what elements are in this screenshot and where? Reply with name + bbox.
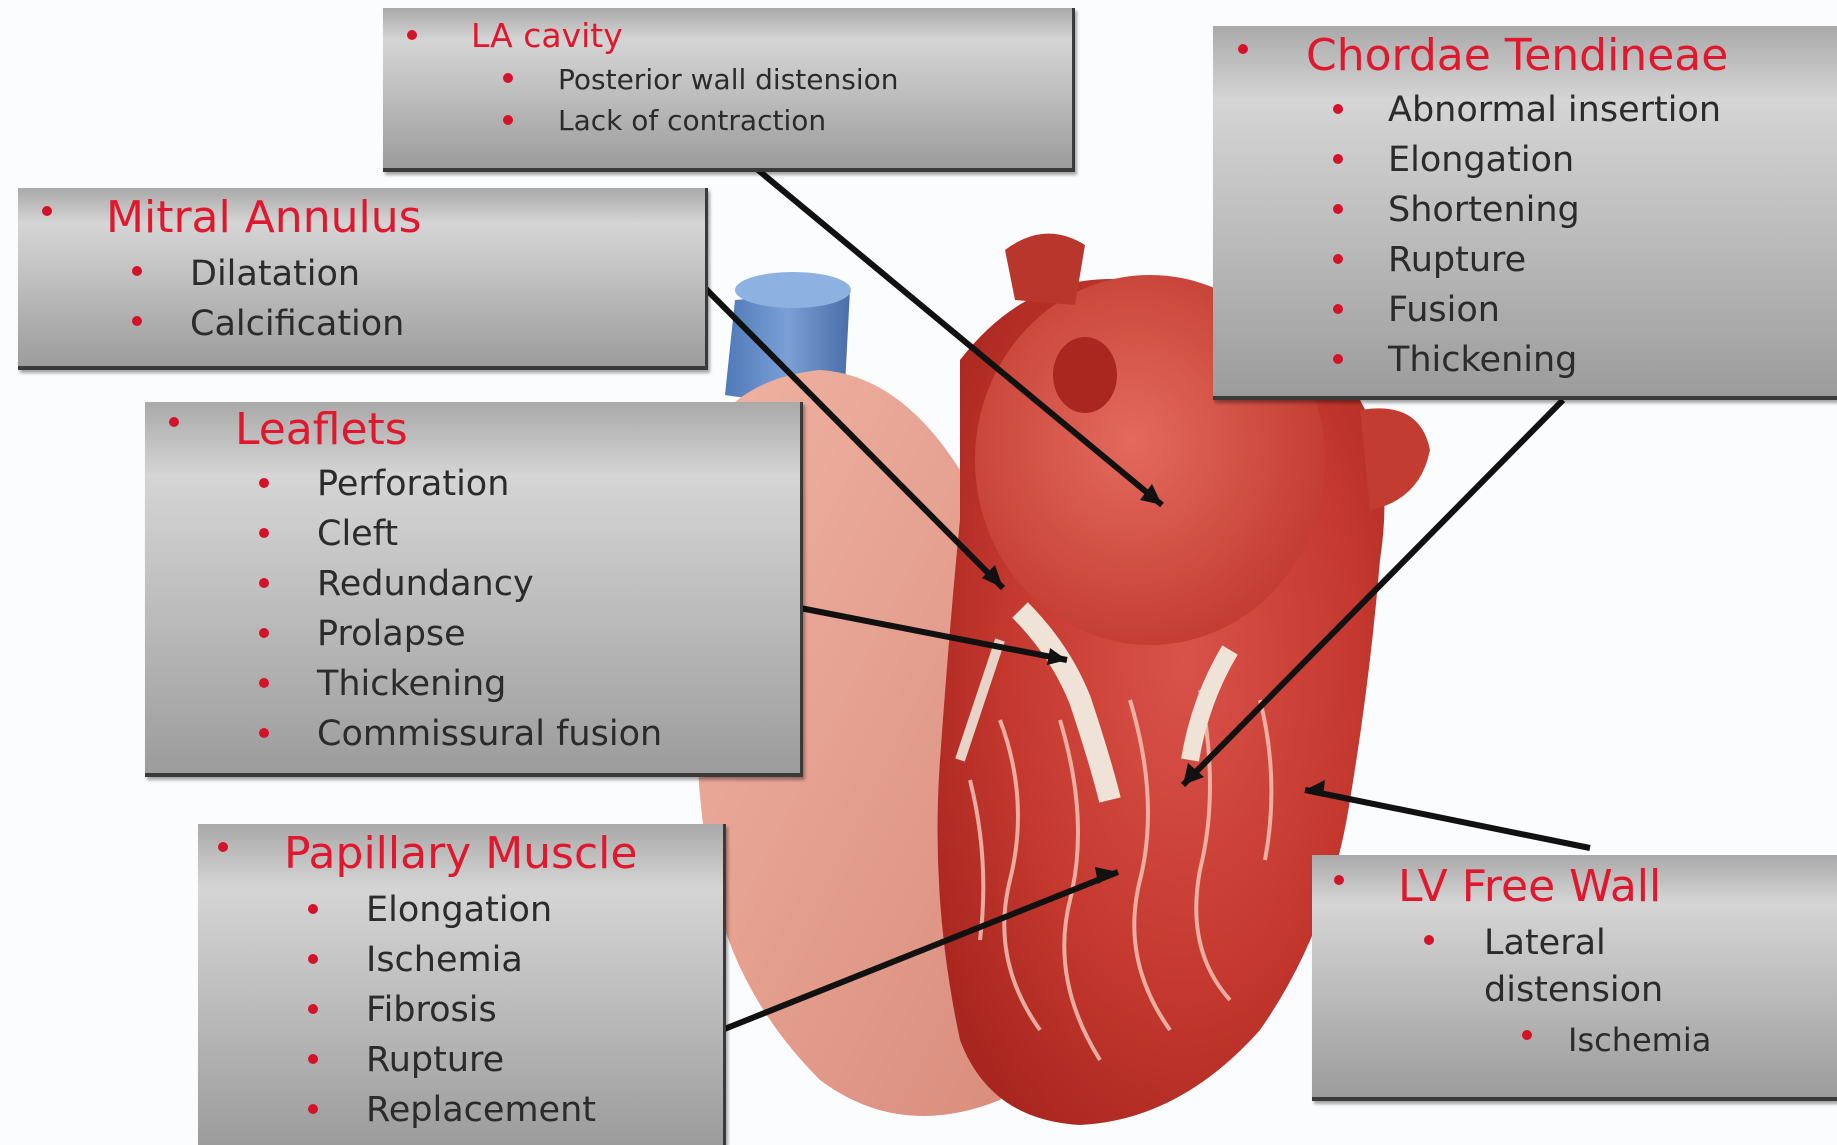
- bullet: [1522, 1030, 1532, 1040]
- papillary-muscle-item-3: Fibrosis: [366, 990, 497, 1030]
- la-cavity-item-1: Posterior wall distension: [558, 63, 899, 96]
- bullet: [308, 954, 318, 964]
- bullet: [503, 73, 513, 83]
- bullet: [1333, 354, 1343, 364]
- chordae-item-2: Elongation: [1388, 140, 1574, 180]
- bullet: [259, 578, 269, 588]
- chordae-item-1: Abnormal insertion: [1388, 90, 1721, 130]
- mitral-annulus-item-2: Calcification: [190, 304, 404, 344]
- lv-free-wall-item-1: Lateral: [1484, 923, 1606, 963]
- leaflets-item-5: Thickening: [317, 664, 506, 704]
- papillary-muscle-box: Papillary Muscle Elongation Ischemia Fib…: [198, 824, 726, 1145]
- leaflets-item-1: Perforation: [317, 464, 509, 504]
- mitral-annulus-box: Mitral Annulus Dilatation Calcification: [18, 188, 708, 370]
- bullet: [259, 528, 269, 538]
- bullet: [1333, 254, 1343, 264]
- bullet: [132, 316, 142, 326]
- bullet: [1333, 304, 1343, 314]
- papillary-muscle-item-5: Replacement: [366, 1090, 596, 1130]
- bullet: [218, 842, 228, 852]
- la-cavity-item-2: Lack of contraction: [558, 104, 826, 137]
- bullet: [1333, 204, 1343, 214]
- bullet: [259, 628, 269, 638]
- chordae-tendineae-box: Chordae Tendineae Abnormal insertion Elo…: [1213, 26, 1837, 400]
- bullet: [1424, 935, 1434, 945]
- leaflets-title: Leaflets: [235, 404, 408, 455]
- bullet: [407, 30, 417, 40]
- lv-free-wall-item-2: distension: [1484, 970, 1663, 1010]
- pulmonary-vein-opening: [1053, 337, 1117, 413]
- bullet: [308, 1004, 318, 1014]
- bullet: [308, 904, 318, 914]
- chordae-item-4: Rupture: [1388, 240, 1526, 280]
- lv-free-wall-title: LV Free Wall: [1398, 861, 1661, 912]
- right-vessels: [1360, 408, 1430, 510]
- mitral-annulus-item-1: Dilatation: [190, 254, 360, 294]
- top-vessel: [1005, 234, 1085, 305]
- lv-free-wall-box: LV Free Wall Lateral distension Ischemia: [1312, 855, 1837, 1101]
- bullet: [42, 206, 52, 216]
- bullet: [259, 678, 269, 688]
- leaflets-box: Leaflets Perforation Cleft Redundancy Pr…: [145, 402, 803, 777]
- chordae-title: Chordae Tendineae: [1306, 30, 1728, 81]
- papillary-muscle-item-4: Rupture: [366, 1040, 504, 1080]
- la-cavity-title: LA cavity: [471, 16, 623, 55]
- bullet: [1238, 44, 1248, 54]
- bullet: [1333, 104, 1343, 114]
- chordae-item-3: Shortening: [1388, 190, 1580, 230]
- bullet: [1334, 875, 1344, 885]
- leaflets-item-4: Prolapse: [317, 614, 466, 654]
- papillary-muscle-item-1: Elongation: [366, 890, 552, 930]
- bullet: [169, 417, 179, 427]
- leaflets-item-2: Cleft: [317, 514, 398, 554]
- mitral-annulus-title: Mitral Annulus: [106, 192, 422, 243]
- bullet: [308, 1104, 318, 1114]
- leaflets-item-3: Redundancy: [317, 564, 534, 604]
- bullet: [132, 266, 142, 276]
- bullet: [259, 478, 269, 488]
- bullet: [308, 1054, 318, 1064]
- lv-free-wall-subitem-1: Ischemia: [1568, 1021, 1711, 1059]
- bullet: [259, 728, 269, 738]
- bullet: [1333, 154, 1343, 164]
- chordae-item-6: Thickening: [1388, 340, 1577, 380]
- leaflets-item-6: Commissural fusion: [317, 714, 662, 754]
- chordae-item-5: Fusion: [1388, 290, 1500, 330]
- papillary-muscle-item-2: Ischemia: [366, 940, 523, 980]
- la-cavity-box: LA cavity Posterior wall distension Lack…: [383, 8, 1075, 172]
- bullet: [503, 115, 513, 125]
- papillary-muscle-title: Papillary Muscle: [284, 828, 637, 879]
